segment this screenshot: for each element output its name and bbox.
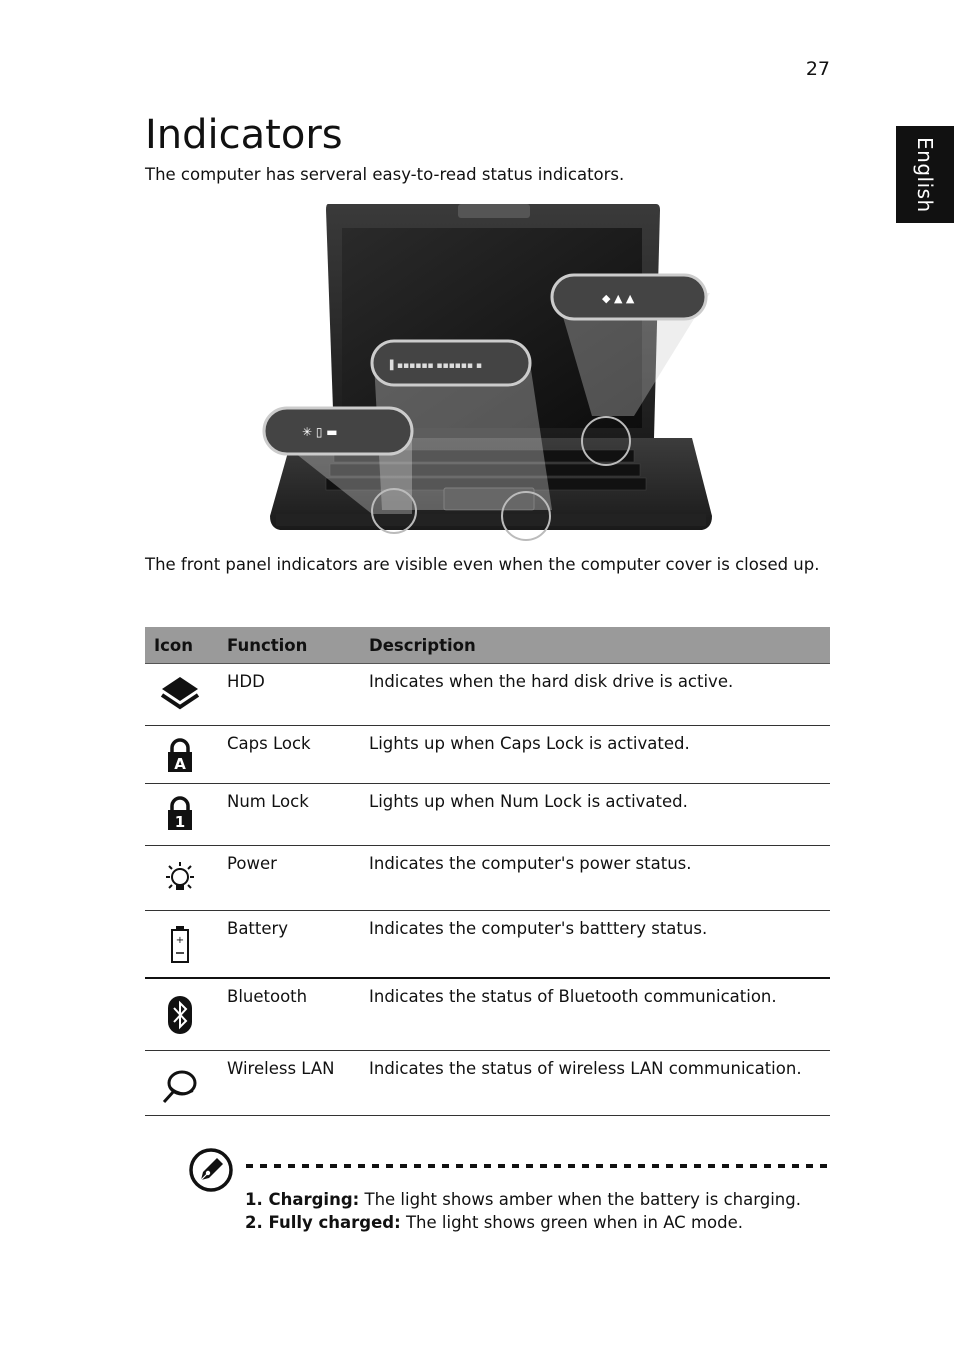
svg-text:▌▪▪▪▪▪▪ ▪▪▪▪▪▪ ▪: ▌▪▪▪▪▪▪ ▪▪▪▪▪▪ ▪ xyxy=(389,359,482,371)
svg-text:✳ ▯ ▬: ✳ ▯ ▬ xyxy=(302,425,338,439)
note-label: 2. Fully charged: xyxy=(245,1213,401,1232)
page-title: Indicators xyxy=(145,112,343,158)
language-tab: English xyxy=(896,126,954,223)
table-row: + Battery Indicates the computer's battt… xyxy=(145,911,830,979)
note-text: The light shows amber when the battery i… xyxy=(359,1190,801,1209)
table-header: Icon Function Description xyxy=(145,627,830,664)
table-cell-description: Indicates the status of wireless LAN com… xyxy=(369,1059,802,1078)
wireless-lan-icon xyxy=(145,1051,215,1115)
table-row: HDD Indicates when the hard disk drive i… xyxy=(145,664,830,726)
table-cell-description: Lights up when Num Lock is activated. xyxy=(369,792,688,811)
front-panel-text: The front panel indicators are visible e… xyxy=(145,555,820,574)
power-icon xyxy=(145,846,215,910)
caps-lock-icon: A xyxy=(145,726,215,783)
table-row: Power Indicates the computer's power sta… xyxy=(145,846,830,911)
table-cell-function: Power xyxy=(227,854,277,873)
table-cell-description: Lights up when Caps Lock is activated. xyxy=(369,734,690,753)
svg-text:A: A xyxy=(174,755,186,773)
note-text: The light shows green when in AC mode. xyxy=(400,1213,743,1232)
bluetooth-icon xyxy=(145,979,215,1050)
note-pen-icon xyxy=(189,1148,233,1192)
svg-text:+: + xyxy=(176,935,184,946)
table-cell-description: Indicates the computer's power status. xyxy=(369,854,692,873)
table-cell-function: Num Lock xyxy=(227,792,309,811)
table-row: Wireless LAN Indicates the status of wir… xyxy=(145,1051,830,1116)
hdd-icon xyxy=(145,664,215,725)
svg-text:1: 1 xyxy=(175,813,185,831)
table-cell-description: Indicates the status of Bluetooth commun… xyxy=(369,987,777,1006)
table-row: Bluetooth Indicates the status of Blueto… xyxy=(145,979,830,1051)
header-description: Description xyxy=(369,635,476,655)
num-lock-icon: 1 xyxy=(145,784,215,845)
table-cell-function: Battery xyxy=(227,919,289,938)
table-cell-description: Indicates when the hard disk drive is ac… xyxy=(369,672,734,691)
header-icon: Icon xyxy=(154,635,194,655)
indicator-table: Icon Function Description HDD Indicates … xyxy=(145,627,830,1116)
svg-text:◆ ▲ ▲: ◆ ▲ ▲ xyxy=(602,292,635,305)
header-function: Function xyxy=(227,635,308,655)
table-cell-function: HDD xyxy=(227,672,265,691)
table-cell-function: Bluetooth xyxy=(227,987,308,1006)
laptop-photo: ◆ ▲ ▲ ▌▪▪▪▪▪▪ ▪▪▪▪▪▪ ▪ ✳ ▯ ▬ xyxy=(262,204,712,541)
note-label: 1. Charging: xyxy=(245,1190,360,1209)
table-cell-function: Caps Lock xyxy=(227,734,311,753)
battery-icon: + xyxy=(145,911,215,977)
intro-text: The computer has serveral easy-to-read s… xyxy=(145,165,625,184)
table-row: A Caps Lock Lights up when Caps Lock is … xyxy=(145,726,830,784)
table-cell-description: Indicates the computer's batttery status… xyxy=(369,919,708,938)
table-cell-function: Wireless LAN xyxy=(227,1059,335,1078)
note-item: 2. Fully charged: The light shows green … xyxy=(245,1213,743,1232)
note-divider xyxy=(246,1164,830,1168)
language-tab-label: English xyxy=(913,136,937,213)
note-item: 1. Charging: The light shows amber when … xyxy=(245,1190,801,1209)
page-number: 27 xyxy=(805,58,830,80)
table-row: 1 Num Lock Lights up when Num Lock is ac… xyxy=(145,784,830,846)
